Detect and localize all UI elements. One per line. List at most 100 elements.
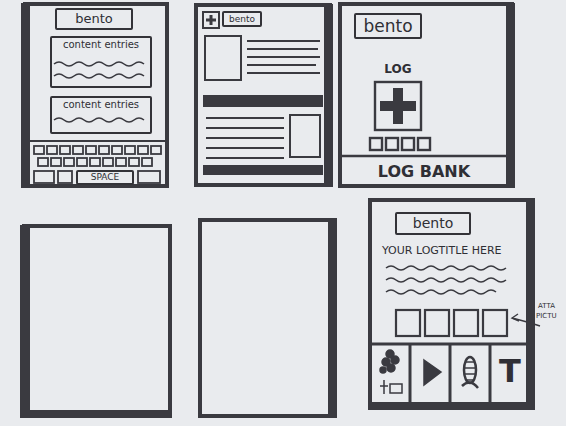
- keyboard: [138, 171, 160, 183]
- entry-screen: [396, 310, 420, 336]
- box-text: bento: [229, 14, 255, 25]
- keyboard: [142, 158, 152, 166]
- entry-screen: [425, 310, 449, 336]
- log-screen: [342, 82, 508, 156]
- keyboard: [58, 171, 72, 183]
- frame-shadow: [20, 225, 30, 417]
- nav-band: LOG BANK: [342, 158, 506, 184]
- keyboard: [112, 146, 122, 154]
- keyboard: [90, 158, 100, 166]
- feed-layout: [205, 36, 241, 80]
- keyboard: [27, 141, 165, 183]
- log-screen: [418, 138, 430, 150]
- keyboard: [34, 171, 54, 183]
- toolbar-icon: [464, 357, 476, 383]
- feed-layout: [204, 96, 322, 106]
- keyboard: [60, 146, 70, 154]
- entry-screen: [512, 314, 519, 321]
- frame-shadow: [21, 3, 30, 188]
- frame-shadow: [328, 218, 337, 418]
- box-text: SPACE: [91, 172, 120, 183]
- entry-screen: [489, 344, 492, 403]
- keyboard: [77, 158, 87, 166]
- frame-shadow: [506, 3, 515, 188]
- phone-frame: [370, 200, 532, 408]
- keyboard: [151, 146, 161, 154]
- keyboard: [38, 158, 48, 166]
- keyboard: [73, 146, 83, 154]
- keyboard: [129, 158, 139, 166]
- scribble-line: [54, 74, 144, 78]
- keyboard: [51, 158, 61, 166]
- log-screen: [380, 101, 416, 111]
- toolbar-icon: [387, 364, 395, 372]
- log-screen: [370, 138, 382, 150]
- feed-layout: [206, 15, 216, 25]
- feed-layout: [206, 118, 284, 158]
- keyboard: [34, 146, 44, 154]
- toolbar-icon: [380, 380, 388, 394]
- frame-shadow: [324, 4, 333, 187]
- title-placeholder: YOUR LOGTITLE HERE: [382, 244, 527, 257]
- toolbar-icon: [380, 367, 386, 373]
- scribble-line: [54, 118, 144, 122]
- feed-layout: [203, 12, 322, 174]
- scribble-line: [54, 62, 144, 66]
- keyboard: [86, 146, 96, 154]
- entry-screen: [372, 310, 540, 403]
- keyboard: [27, 140, 165, 142]
- keyboard: [47, 146, 57, 154]
- feed-layout: [203, 12, 219, 28]
- feed-layout: [204, 166, 322, 174]
- keyboard: [116, 158, 126, 166]
- content-box: content entries: [50, 36, 152, 88]
- logo-box: bento: [55, 8, 133, 30]
- phone-frame: [340, 4, 512, 186]
- toolbar-icon: [386, 350, 394, 358]
- frame-shadow: [20, 410, 172, 418]
- content-box: content entries: [50, 96, 152, 134]
- keyboard: [99, 146, 109, 154]
- box-text: bento: [413, 215, 453, 231]
- logo-box: bento: [354, 13, 422, 39]
- keyboard: [125, 146, 135, 154]
- feed-layout: [247, 41, 320, 73]
- keyboard: [138, 146, 148, 154]
- toolbar-icon: [424, 360, 441, 385]
- box-text: content entries: [63, 98, 139, 110]
- phone-frame: [200, 220, 334, 416]
- box-text: content entries: [63, 38, 139, 50]
- logo-box: bento: [395, 212, 471, 235]
- keyboard: [103, 158, 113, 166]
- box-text: bento: [363, 16, 412, 36]
- scribble-line: [386, 278, 506, 282]
- screen-label: LOG: [368, 62, 428, 76]
- toolbar-icon: [380, 350, 478, 394]
- feed-layout: [290, 115, 320, 157]
- entry-screen: [454, 310, 478, 336]
- toolbar-icon: [462, 382, 478, 388]
- entry-screen: [449, 344, 452, 403]
- frame-shadow: [20, 3, 535, 418]
- phone-frame: [24, 4, 532, 416]
- frame-shadow: [526, 198, 535, 410]
- frame-shadow: [368, 402, 535, 410]
- entry-screen: [409, 344, 412, 403]
- text-tool-icon: T: [490, 352, 530, 390]
- box-text: LOG BANK: [378, 162, 470, 181]
- toolbar-icon: [465, 362, 475, 380]
- phone-frame: [196, 5, 330, 185]
- log-screen: [342, 155, 508, 157]
- toolbar-icon: [390, 384, 402, 393]
- space-key: SPACE: [76, 170, 134, 185]
- log-screen: [375, 82, 421, 130]
- log-screen: [386, 138, 398, 150]
- keyboard: [64, 158, 74, 166]
- scribble-line: [386, 266, 506, 270]
- note-text: ATTA: [538, 302, 564, 310]
- box-text: bento: [75, 11, 113, 26]
- entry-screen: [483, 310, 507, 336]
- logo-box: bento: [222, 11, 262, 27]
- scribble-line: [386, 290, 496, 294]
